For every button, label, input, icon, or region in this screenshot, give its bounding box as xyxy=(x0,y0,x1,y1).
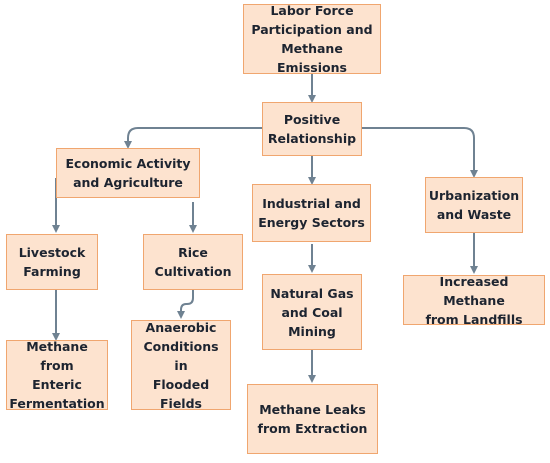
livestock-farming-node: Livestock Farming xyxy=(6,234,98,290)
anaerobic-conditions-node-label: Anaerobic Conditions in Flooded Fields xyxy=(143,319,219,411)
enteric-fermentation-node: Methane from Enteric Fermentation xyxy=(6,339,108,411)
rice-cultivation-node-label: Rice Cultivation xyxy=(154,245,232,279)
relationship-node: Positive Relationship xyxy=(262,102,362,156)
relationship-node-label: Positive Relationship xyxy=(267,112,357,146)
enteric-fermentation-node-label: Methane from Enteric Fermentation xyxy=(9,339,105,411)
urbanization-waste-node: Urbanization and Waste xyxy=(425,177,523,233)
industrial-energy-node: Industrial and Energy Sectors xyxy=(252,184,371,242)
natural-gas-coal-node-label: Natural Gas and Coal Mining xyxy=(270,285,354,339)
methane-leaks-node-label: Methane Leaks from Extraction xyxy=(257,402,368,436)
industrial-energy-node-label: Industrial and Energy Sectors xyxy=(258,196,365,230)
root-node-label: Labor Force Participation and Methane Em… xyxy=(251,3,373,75)
anaerobic-conditions-node: Anaerobic Conditions in Flooded Fields xyxy=(131,319,231,411)
rice-cultivation-node: Rice Cultivation xyxy=(143,234,243,290)
economic-activity-node: Economic Activity and Agriculture xyxy=(56,148,200,198)
landfills-node: Increased Methane from Landfills xyxy=(403,274,545,327)
economic-activity-node-label: Economic Activity and Agriculture xyxy=(65,156,191,190)
root-node: Labor Force Participation and Methane Em… xyxy=(243,3,381,75)
methane-leaks-node: Methane Leaks from Extraction xyxy=(247,384,378,454)
natural-gas-coal-node: Natural Gas and Coal Mining xyxy=(262,274,362,350)
livestock-farming-node-label: Livestock Farming xyxy=(18,245,86,279)
landfills-node-label: Increased Methane from Landfills xyxy=(425,273,523,327)
arrow-rice-to-anaerobic xyxy=(177,290,194,319)
arrow-relationship-to-urbanization xyxy=(362,127,478,178)
urbanization-waste-node-label: Urbanization and Waste xyxy=(428,188,520,222)
arrow-relationship-to-economic xyxy=(124,127,262,149)
